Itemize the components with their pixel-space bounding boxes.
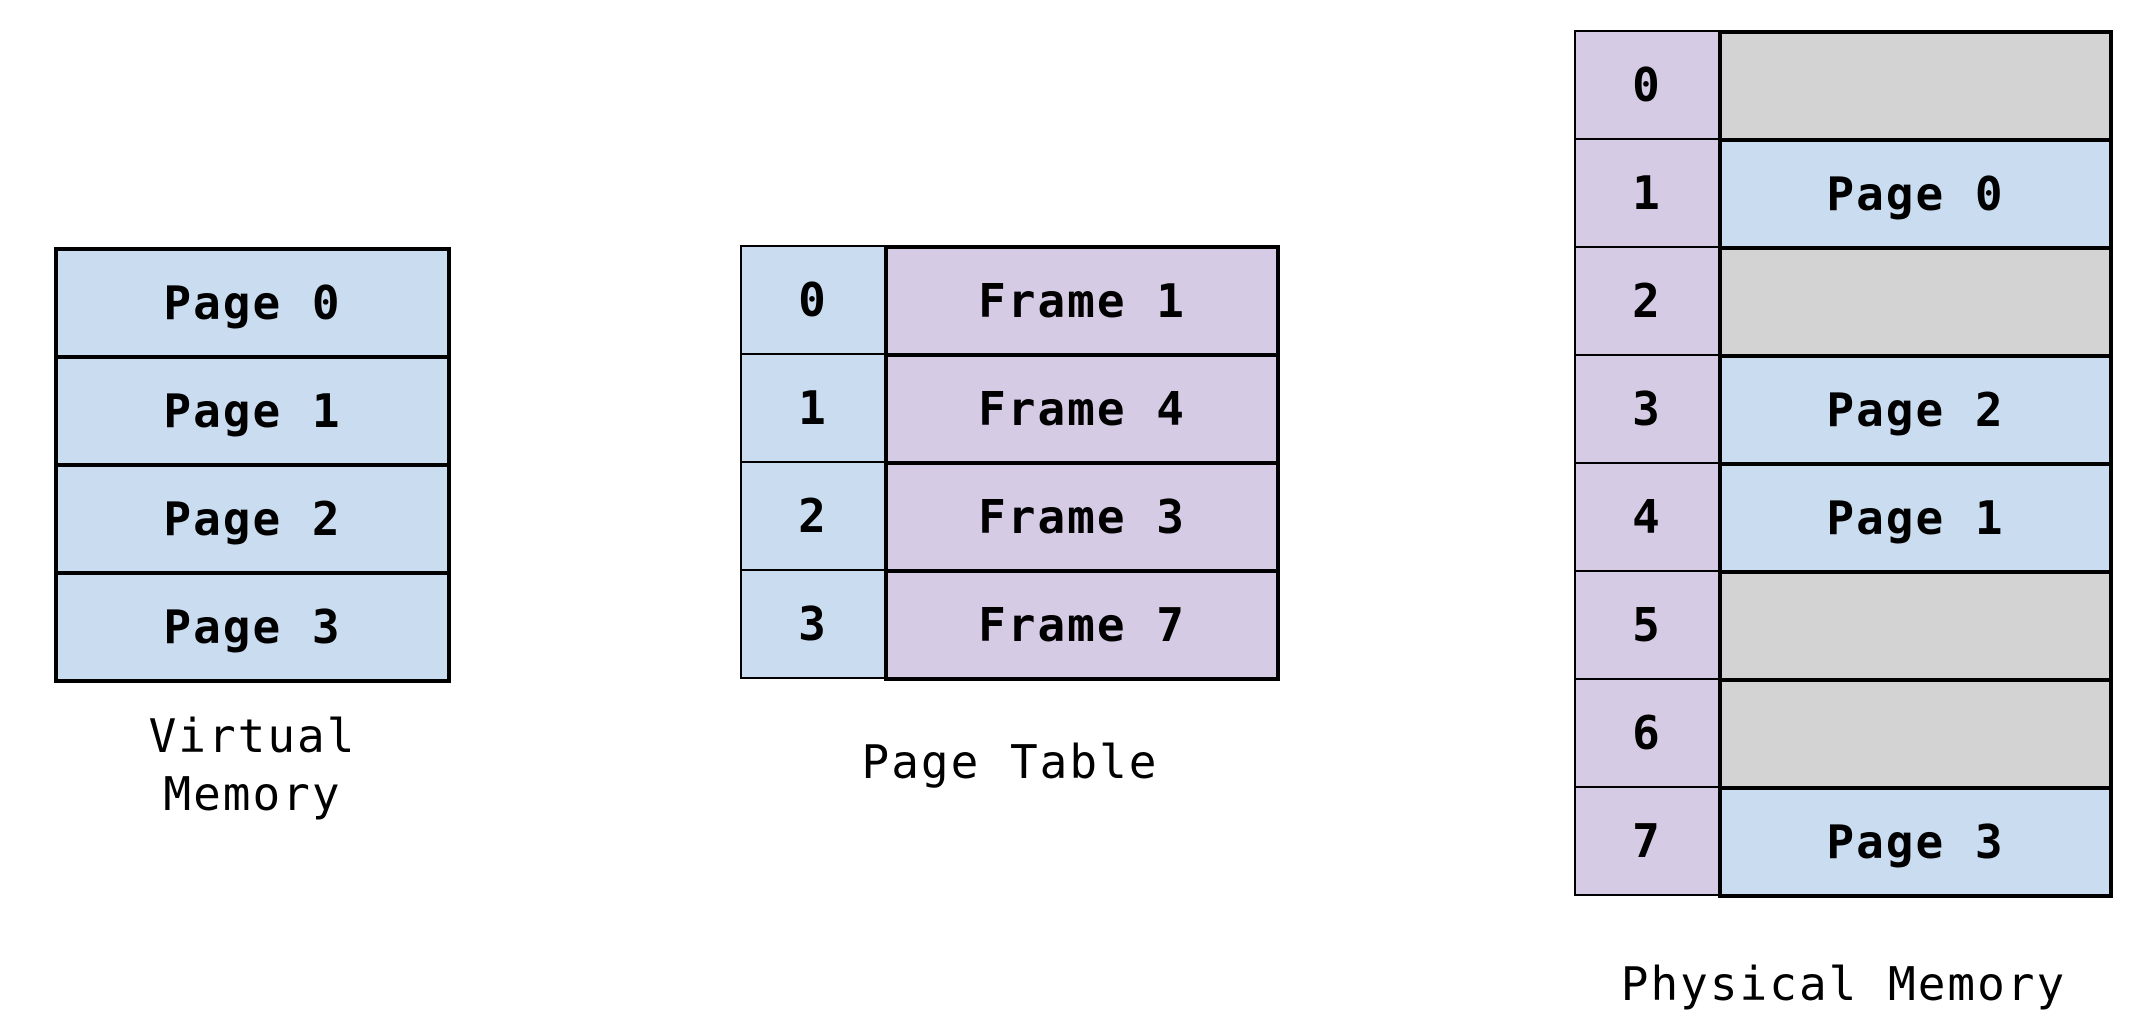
physical-frame-1: Page 0 [1718,138,2113,250]
physical-memory: 0 1 2 3 4 5 6 7 Page 0 Page 2 Page 1 Pag… [1574,30,2113,898]
page-table-frame-2: Frame 3 [884,461,1280,573]
page-table-index-1: 1 [740,353,886,463]
physical-frame-4: Page 1 [1718,462,2113,574]
virtual-page-2: Page 2 [54,463,451,575]
physical-index-5: 5 [1574,570,1720,680]
physical-index-4: 4 [1574,462,1720,572]
page-table-frame-0: Frame 1 [884,245,1280,357]
physical-index-2: 2 [1574,246,1720,356]
physical-frame-5 [1718,570,2113,682]
physical-index-1: 1 [1574,138,1720,248]
virtual-memory-caption-line2: Memory [163,767,342,821]
virtual-page-3: Page 3 [54,571,451,683]
physical-index-0: 0 [1574,30,1720,140]
physical-frame-7: Page 3 [1718,786,2113,898]
physical-frame-2 [1718,246,2113,358]
page-table-frame-1: Frame 4 [884,353,1280,465]
physical-index-6: 6 [1574,678,1720,788]
virtual-page-0: Page 0 [54,247,451,359]
physical-memory-caption: Physical Memory [1620,957,2067,1011]
virtual-memory: Page 0 Page 1 Page 2 Page 3 [54,247,451,683]
page-table-frame-3: Frame 7 [884,569,1280,681]
physical-frame-3: Page 2 [1718,354,2113,466]
virtual-page-1: Page 1 [54,355,451,467]
page-table-index-2: 2 [740,461,886,571]
virtual-memory-caption-line1: Virtual [148,709,357,763]
physical-frame-6 [1718,678,2113,790]
physical-index-7: 7 [1574,786,1720,896]
page-table-index-3: 3 [740,569,886,679]
page-table-caption: Page Table [861,735,1159,789]
physical-index-3: 3 [1574,354,1720,464]
virtual-memory-caption: Virtual Memory [54,707,451,823]
page-table-index-0: 0 [740,245,886,355]
page-table: 0 1 2 3 Frame 1 Frame 4 Frame 3 Frame 7 [740,245,1280,681]
physical-frame-0 [1718,30,2113,142]
